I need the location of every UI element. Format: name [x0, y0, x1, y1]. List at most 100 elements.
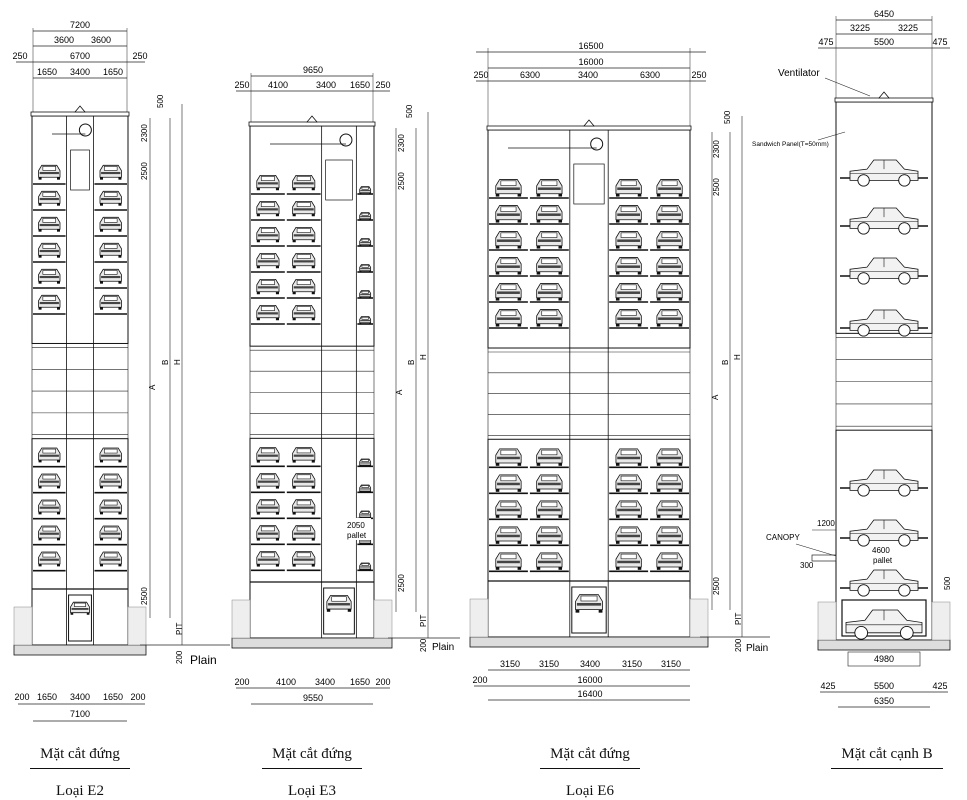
b-bdim-mid: 5500	[874, 681, 894, 691]
car-icon	[495, 283, 522, 301]
car-icon	[656, 257, 683, 275]
car-icon	[292, 499, 316, 515]
ventilator-icon	[583, 119, 595, 127]
car-icon	[256, 200, 280, 217]
car-icon	[359, 264, 372, 273]
car-icon	[99, 294, 122, 310]
e6-top-dimensions: 16500 16000 250 6300 3400 6300 250	[473, 41, 707, 128]
car-icon	[256, 174, 280, 191]
e6-dim-pit: PIT	[734, 612, 743, 625]
car-icon	[99, 447, 122, 463]
e6-bdim-b4: 3150	[622, 659, 642, 669]
car-icon	[495, 500, 522, 518]
car-icon	[656, 474, 683, 492]
panel-b: 6450 3225 3225 475 5500 475 Ventilator S…	[752, 9, 952, 708]
e3-bdim-overall: 9550	[303, 693, 323, 703]
car-icon	[495, 179, 522, 197]
car-icon	[575, 594, 603, 613]
e2-dim-half-left: 3600	[54, 35, 74, 45]
car-icon	[359, 562, 372, 571]
car-icon	[256, 304, 280, 321]
car-icon	[292, 551, 316, 567]
car-side-icon	[849, 159, 919, 187]
caption-e3-sub: Loại E3	[288, 783, 336, 799]
car-side-icon	[849, 519, 919, 547]
car-icon	[99, 473, 122, 489]
b-bottom-dimensions: 4980 425 5500 425 6350	[820, 651, 948, 708]
car-icon	[359, 212, 372, 221]
car-icon	[359, 484, 372, 493]
e2-dim-pit: PIT	[175, 622, 184, 635]
b-canopy-width: 1200	[817, 519, 835, 528]
e3-dim-200: 200	[419, 638, 428, 652]
car-icon	[536, 257, 563, 275]
ventilator-icon	[878, 91, 890, 99]
car-side-icon	[845, 609, 923, 640]
car-icon	[38, 164, 61, 180]
car-icon	[99, 216, 122, 232]
car-icon	[359, 290, 372, 299]
e3-bdim-edge-left: 200	[234, 677, 249, 687]
car-icon	[256, 525, 280, 541]
car-icon	[292, 226, 316, 243]
hoist-motor-icon	[78, 123, 92, 137]
caption-e2-title: Mặt cắt đứng	[30, 746, 130, 769]
caption-e6-title: Mặt cắt đứng	[540, 746, 640, 769]
b-top-dimensions: 6450 3225 3225 475 5500 475	[818, 9, 950, 102]
car-icon	[38, 447, 61, 463]
car-icon	[615, 448, 642, 466]
e6-right-dimensions: 500 2300 2500 2500 A B H PIT 200 Plain	[700, 110, 770, 654]
car-icon	[70, 601, 90, 615]
e2-bottom-dimensions: 200 1650 3400 1650 200 7100	[14, 692, 146, 722]
panel-e3: 9650 250 4100 3400 1650 250 500 2300 250…	[231, 65, 460, 705]
car-icon	[99, 525, 122, 541]
car-icon	[495, 474, 522, 492]
car-icon	[495, 257, 522, 275]
e3-dim-2500-bottom: 2500	[397, 574, 406, 592]
e3-tower	[231, 115, 393, 649]
e6-dim-mid: 16000	[578, 57, 603, 67]
e2-tower	[13, 105, 147, 656]
e3-dim-bay-right: 1650	[350, 80, 370, 90]
car-icon	[536, 309, 563, 327]
e3-pallet-size: 2050	[347, 521, 365, 530]
car-icon	[359, 238, 372, 247]
caption-e3-title: Mặt cắt đứng	[262, 746, 362, 769]
car-icon	[256, 252, 280, 269]
e6-dim-2500: 2500	[712, 178, 721, 196]
e3-pallet-word: pallet	[347, 531, 367, 540]
e6-dim-500: 500	[723, 110, 732, 124]
car-icon	[615, 179, 642, 197]
b-pallet-width: 4600	[872, 546, 890, 555]
car-icon	[38, 473, 61, 489]
e2-dim-edge-left: 250	[12, 51, 27, 61]
e3-bdim-edge-right: 200	[375, 677, 390, 687]
hoist-motor-icon	[339, 133, 353, 147]
e2-dim-edge-right: 250	[132, 51, 147, 61]
car-icon	[656, 500, 683, 518]
b-dim-500: 500	[943, 576, 952, 590]
caption-e3: Mặt cắt đứng Loại E3	[252, 746, 372, 800]
car-icon	[99, 551, 122, 567]
e2-bdim-bay-right: 1650	[103, 692, 123, 702]
car-icon	[536, 448, 563, 466]
e3-plain-label: Plain	[432, 642, 454, 653]
caption-e6: Mặt cắt đứng Loại E6	[525, 746, 655, 800]
foundation-slab	[13, 644, 147, 656]
foundation-slab	[817, 639, 951, 651]
soil-hatch	[13, 606, 33, 646]
panel-e2: 7200 3600 3600 6700 250 250 1650 3400 16…	[12, 20, 230, 722]
b-dim-edge-right: 475	[932, 37, 947, 47]
car-icon	[615, 474, 642, 492]
b-bdim-overall: 6350	[874, 696, 894, 706]
e3-bdim-bay-left: 4100	[276, 677, 296, 687]
car-icon	[292, 525, 316, 541]
caption-e2: Mặt cắt đứng Loại E2	[20, 746, 140, 800]
car-icon	[615, 309, 642, 327]
e2-right-dimensions: 500 2300 2500 2500 A B H PIT 200 Plain	[140, 94, 230, 667]
car-icon	[495, 552, 522, 570]
b-canopy-label: CANOPY	[766, 533, 800, 542]
e3-dim-edge-left: 250	[234, 80, 249, 90]
e3-pallet-note: 2050 pallet	[343, 518, 371, 540]
car-icon	[495, 526, 522, 544]
